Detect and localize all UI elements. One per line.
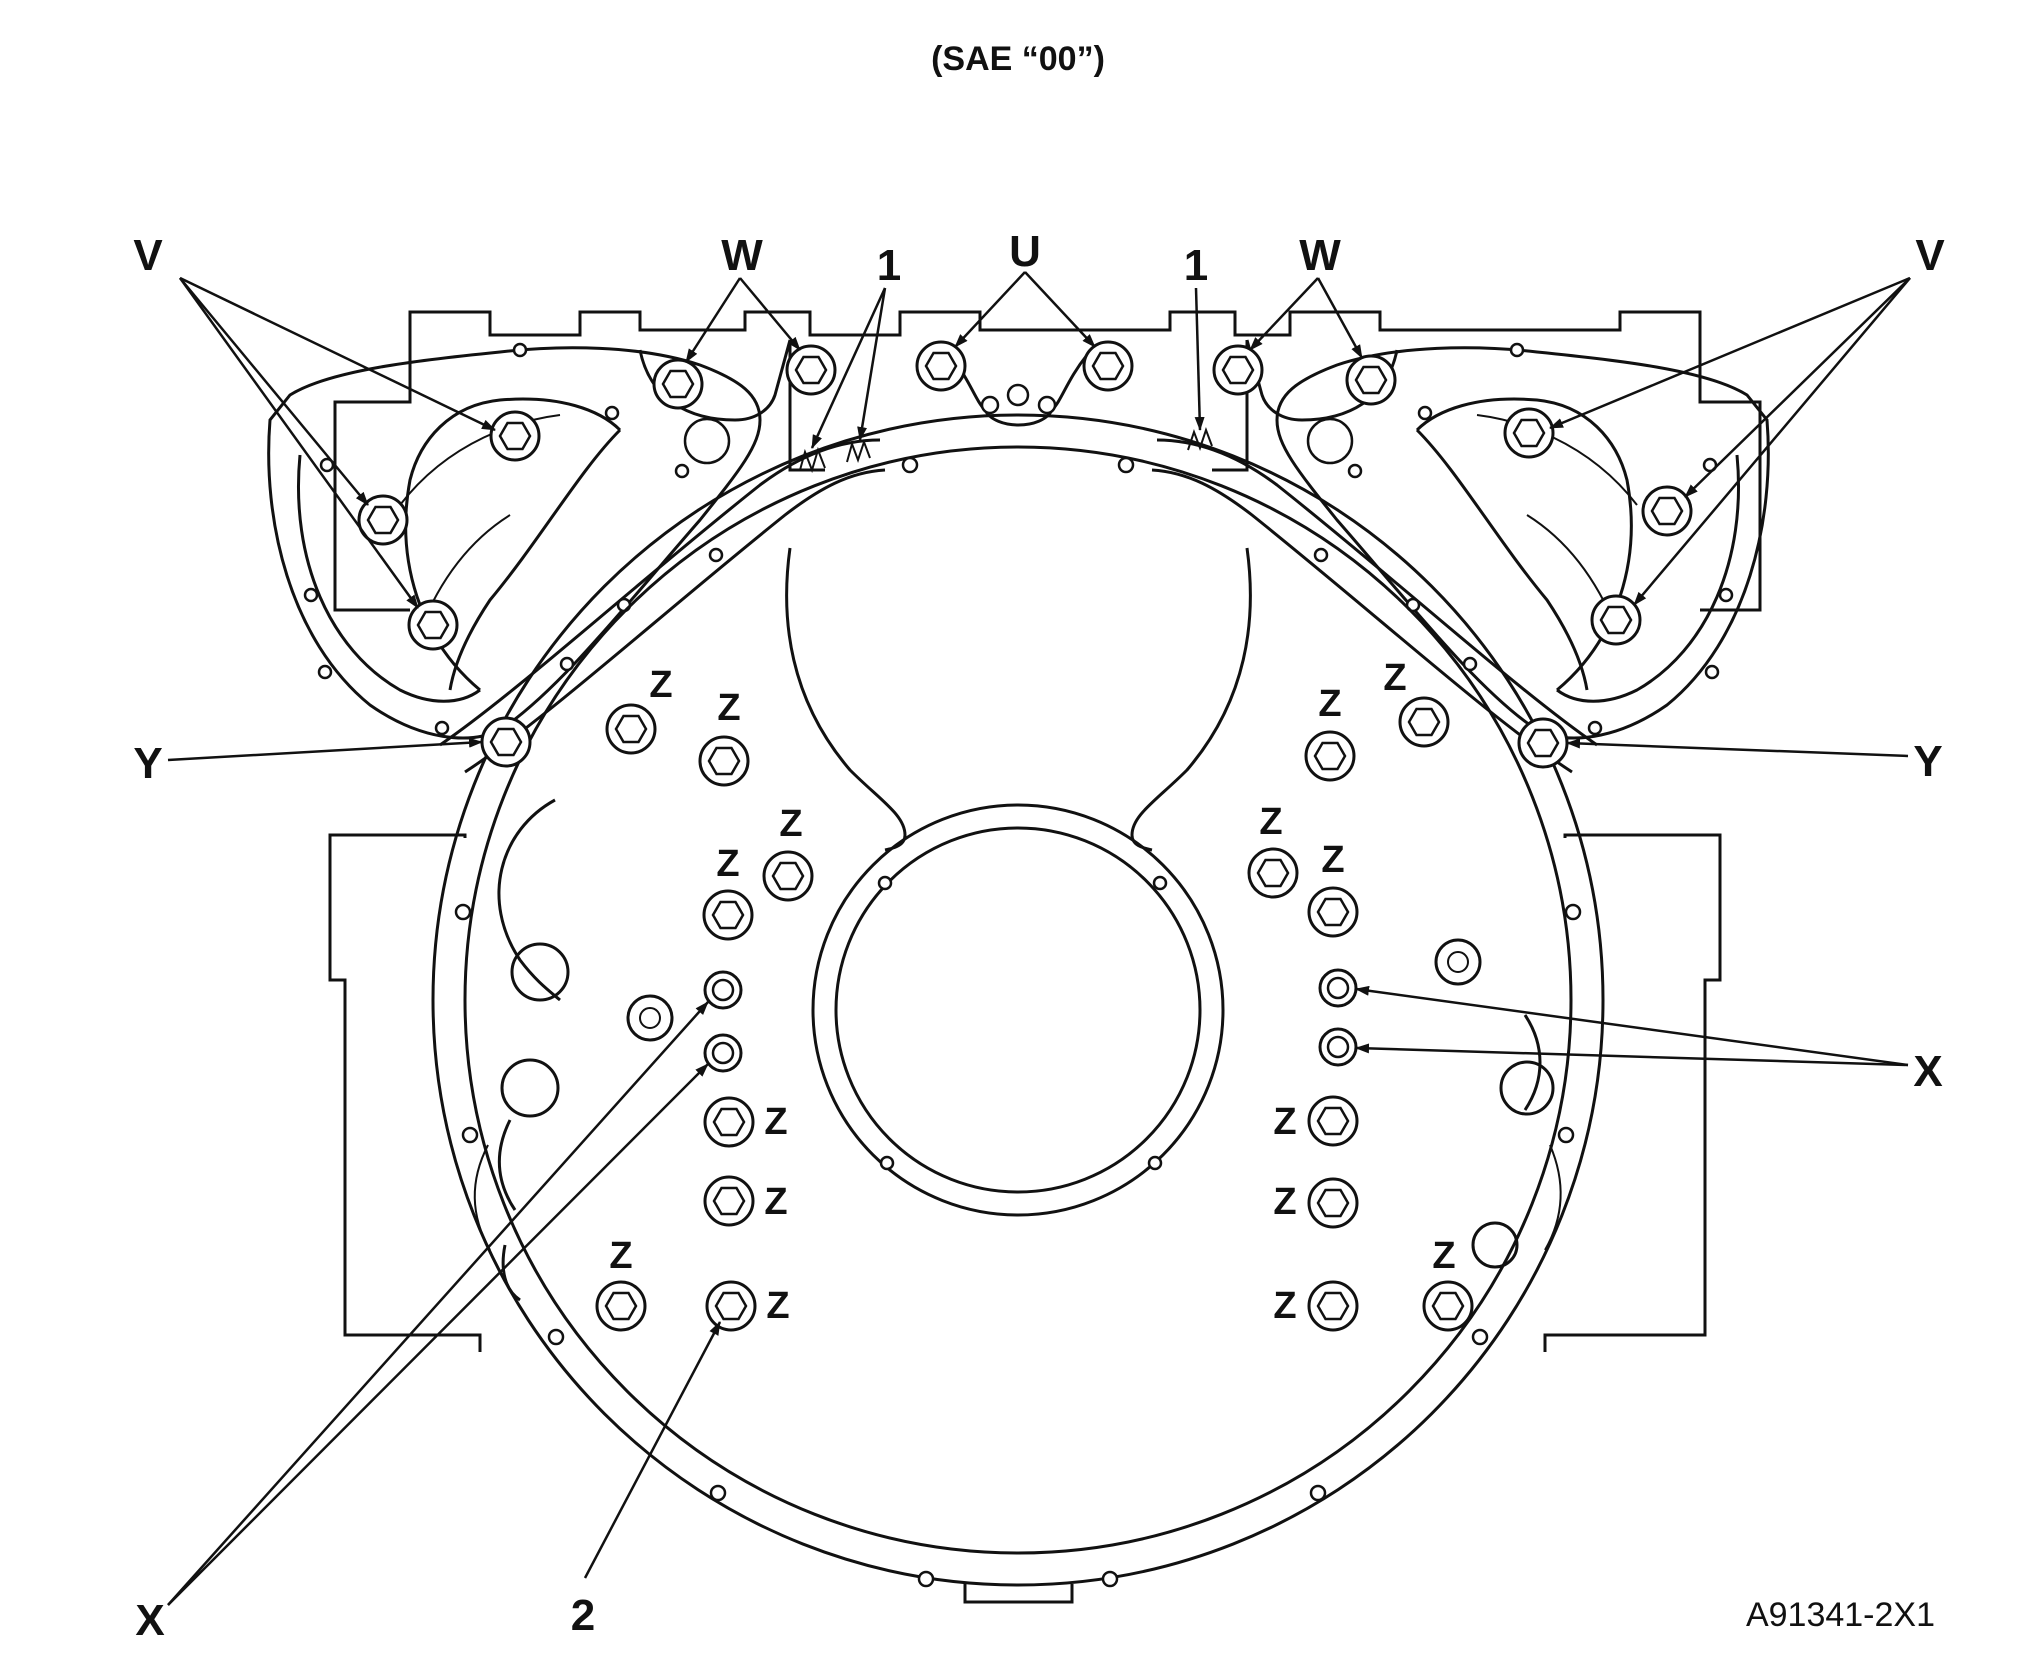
crankshaft-bore <box>785 547 1252 1217</box>
right-accessory-housing <box>1275 342 1770 740</box>
callout-u: U <box>1009 227 1041 276</box>
left-internal-features <box>473 798 674 1302</box>
callout-x-right: X <box>1913 1047 1942 1096</box>
z-label: Z <box>649 664 672 706</box>
z-label: Z <box>1321 839 1344 881</box>
flywheel-housing <box>431 413 1605 1604</box>
top-gear-cover <box>638 339 1399 472</box>
z-label: Z <box>1318 683 1341 725</box>
figure-title: (SAE “00”) <box>931 40 1105 78</box>
z-label: Z <box>766 1285 789 1327</box>
z-label: Z <box>1273 1101 1296 1143</box>
right-internal-features <box>1434 938 1562 1269</box>
figure-id: A91341-2X1 <box>1746 1596 1935 1634</box>
callout-w-right: W <box>1299 231 1341 280</box>
callout-x-left: X <box>135 1596 164 1645</box>
z-label: Z <box>1383 657 1406 699</box>
callout-2: 2 <box>571 1591 595 1640</box>
seal-lips <box>799 427 1213 474</box>
z-label: Z <box>1273 1181 1296 1223</box>
callout-1-left: 1 <box>877 241 901 290</box>
z-label: Z <box>1273 1285 1296 1327</box>
callout-v-right: V <box>1915 231 1945 280</box>
callout-y-right: Y <box>1913 737 1942 786</box>
z-label: Z <box>717 687 740 729</box>
z-label: Z <box>609 1235 632 1277</box>
leader-lines <box>167 271 1911 1606</box>
x-studs <box>703 968 1358 1073</box>
callout-labels: V V W W 1 U 1 Y Y X X 2 <box>133 227 1945 1645</box>
z-label: Z <box>1432 1235 1455 1277</box>
engine-block-outline <box>328 310 1762 1352</box>
z-label: Z <box>779 803 802 845</box>
v-bolts-right <box>1503 407 1693 646</box>
callout-w-left: W <box>721 231 763 280</box>
u-bolts <box>915 340 1134 392</box>
z-label: Z <box>764 1181 787 1223</box>
z-label: Z <box>716 843 739 885</box>
v-bolts-left <box>357 410 541 651</box>
z-labels: Z Z Z Z Z Z Z Z Z Z Z Z Z Z Z Z <box>609 657 1455 1327</box>
callout-v-left: V <box>133 231 163 280</box>
z-label: Z <box>1259 801 1282 843</box>
seal-bands <box>439 438 1598 774</box>
callout-y-left: Y <box>133 739 162 788</box>
z-label: Z <box>764 1101 787 1143</box>
callout-1-right: 1 <box>1184 241 1208 290</box>
